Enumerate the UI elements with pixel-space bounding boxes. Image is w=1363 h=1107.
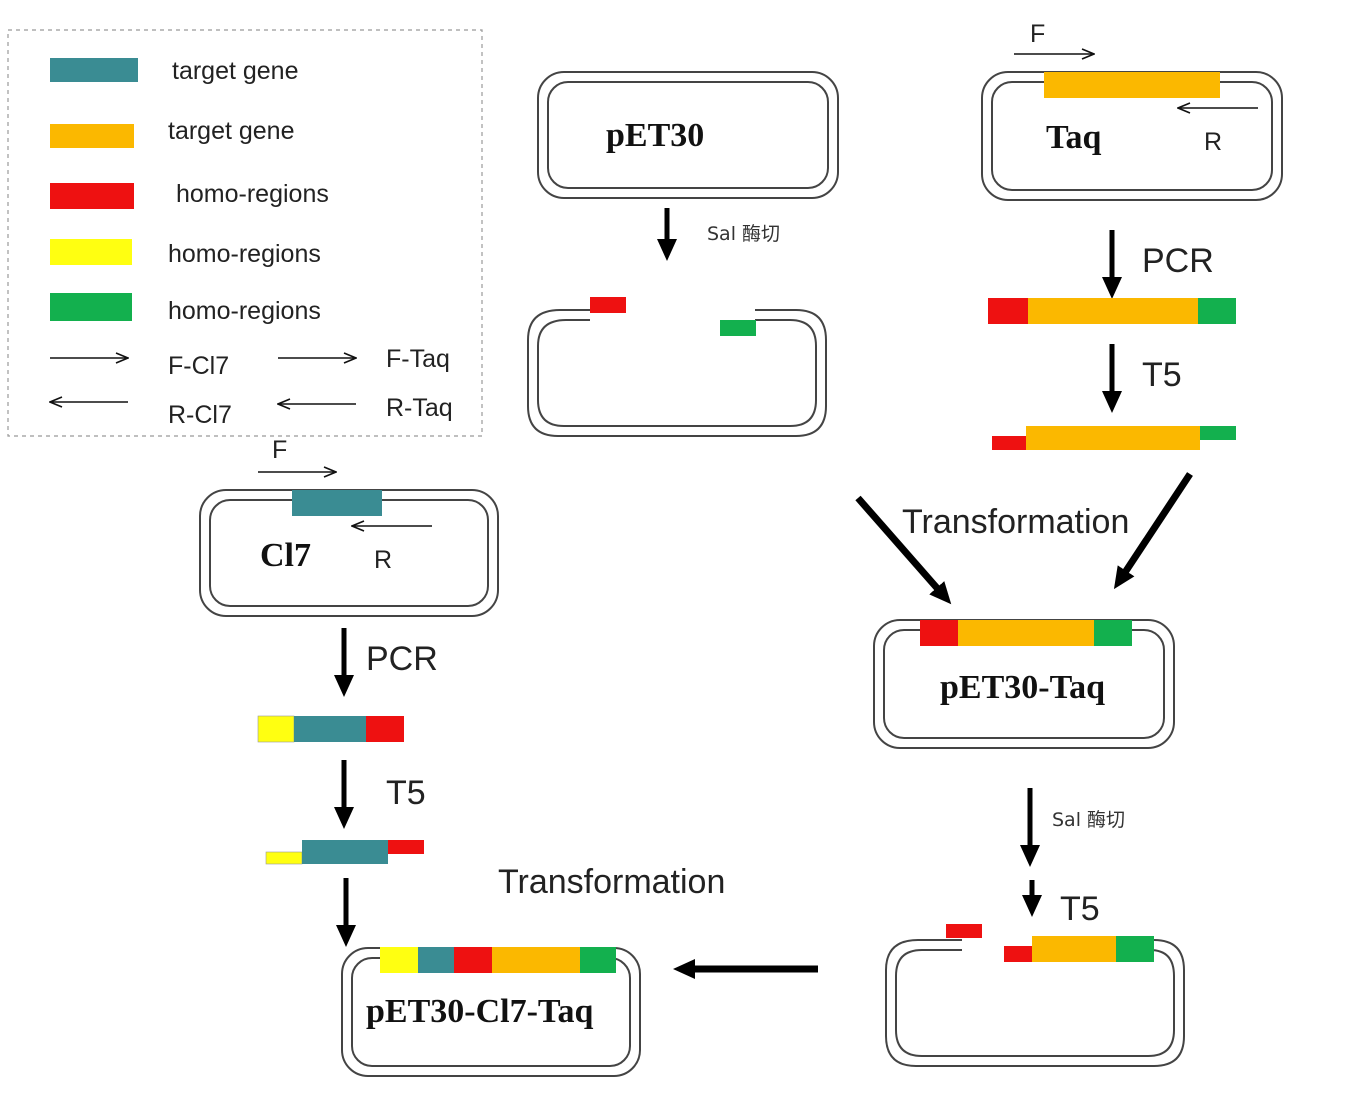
primer-r-label-cl7: R <box>374 546 392 574</box>
step-label-transformation-1: Transformation <box>902 503 1129 541</box>
t5-product-taq <box>992 426 1236 450</box>
plasmid-taq: Taq F R <box>981 20 1283 201</box>
linearized-pet30 <box>527 297 827 437</box>
step-label-t5-taq: T5 <box>1142 356 1182 394</box>
legend-label-f-cl7: F-Cl7 <box>168 352 229 380</box>
pcr-product-taq <box>988 298 1236 324</box>
homo-region-red-end <box>590 297 626 313</box>
arrow-transformation-right <box>1113 472 1193 590</box>
legend-swatch-teal <box>50 58 138 82</box>
legend: target gene target gene homo-regions hom… <box>7 29 483 437</box>
legend-label-homo-regions-green: homo-regions <box>168 297 321 325</box>
legend-label-r-taq: R-Taq <box>386 394 453 422</box>
plasmid-pet30-cl7-taq: pET30-Cl7-Taq <box>341 947 641 1077</box>
plasmid-label-pet30-cl7-taq: pET30-Cl7-Taq <box>366 993 593 1030</box>
step-label-t5-pet30-taq: T5 <box>1060 890 1100 928</box>
cl7-target-gene <box>292 490 382 516</box>
primer-f-label-cl7: F <box>272 436 287 464</box>
arrow-transformation-left <box>855 495 952 605</box>
legend-swatch-green <box>50 293 132 321</box>
step-label-t5-cl7: T5 <box>386 774 426 812</box>
legend-label-target-gene-teal: target gene <box>172 57 299 85</box>
t5-product-cl7 <box>265 840 424 865</box>
plasmid-label-pet30-taq: pET30-Taq <box>940 669 1105 706</box>
linearized-pet30-taq <box>885 924 1185 1067</box>
plasmid-pet30: pET30 <box>537 71 839 199</box>
plasmid-label-taq: Taq <box>1046 119 1102 156</box>
step-label-pcr-taq: PCR <box>1142 242 1214 280</box>
legend-label-r-cl7: R-Cl7 <box>168 401 232 429</box>
plasmid-pet30-taq: pET30-Taq <box>873 619 1175 749</box>
legend-label-homo-regions-red: homo-regions <box>176 180 329 208</box>
homo-region-green-end <box>720 320 756 336</box>
legend-label-homo-regions-yellow: homo-regions <box>168 240 321 268</box>
plasmid-label-cl7: Cl7 <box>260 537 311 574</box>
legend-swatch-yellow <box>50 239 132 265</box>
step-label-pcr-cl7: PCR <box>366 640 438 678</box>
primer-f-label-taq: F <box>1030 20 1045 48</box>
step-label-transformation-2: Transformation <box>498 863 725 901</box>
taq-target-gene <box>1044 72 1220 98</box>
plasmid-label-pet30: pET30 <box>606 117 704 154</box>
legend-swatch-orange <box>50 124 134 148</box>
legend-label-target-gene-orange: target gene <box>168 117 295 145</box>
legend-border <box>7 29 483 437</box>
primer-r-label-taq: R <box>1204 128 1222 156</box>
pcr-product-cl7 <box>257 715 404 743</box>
step-label-sal-digest-1: Sal 酶切 <box>707 223 780 245</box>
legend-swatch-red <box>50 183 134 209</box>
legend-label-f-taq: F-Taq <box>386 345 450 373</box>
step-label-sal-digest-2: Sal 酶切 <box>1052 809 1125 831</box>
plasmid-cl7: Cl7 F R <box>199 436 499 617</box>
